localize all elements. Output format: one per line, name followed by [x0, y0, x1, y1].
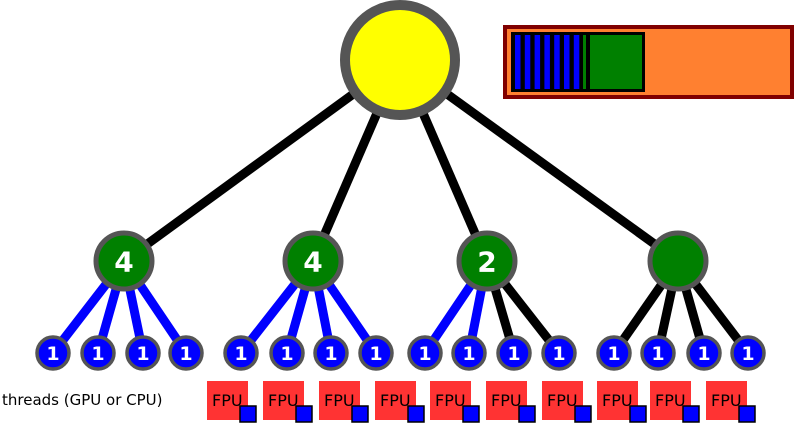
leaf-node-label: 1: [697, 343, 710, 365]
leaf-node-label: 1: [179, 343, 192, 365]
thread-badge-icon: [574, 405, 592, 423]
leaf-node-label: 1: [369, 343, 382, 365]
legend-bar-stripe: [524, 35, 531, 89]
root-node: [340, 0, 460, 120]
thread-badge-icon: [629, 405, 647, 423]
mid-node-label: 4: [303, 246, 322, 279]
legend-bar-stripe: [515, 35, 521, 89]
legend-bar-stripe: [564, 35, 570, 89]
fpu-unit: FPU: [706, 381, 756, 423]
leaf-node-label: 1: [324, 343, 337, 365]
fpu-unit: FPU: [207, 381, 257, 423]
leaf-node: [358, 335, 394, 371]
thread-badge-icon: [351, 405, 369, 423]
leaf-node: [686, 335, 722, 371]
thread-badge-icon: [462, 405, 480, 423]
threads-caption: threads (GPU or CPU): [2, 391, 162, 409]
leaf-node: [125, 335, 161, 371]
fpu-label: FPU: [324, 391, 355, 410]
legend-bar-stripe: [544, 35, 550, 89]
fpu-unit: FPU: [430, 381, 480, 423]
leaf-node-label: 1: [46, 343, 59, 365]
fpu-unit: FPU: [542, 381, 592, 423]
legend-bar-green-thin: [583, 35, 586, 89]
leaf-node: [730, 335, 766, 371]
leaf-node: [451, 335, 487, 371]
nodes: 4 1 1 1 1 4 1 1 1 1 2 1 1 1 1 1 1 1 1: [35, 0, 766, 371]
legend-bar-stripe: [573, 35, 580, 89]
fpu-unit: FPU: [319, 381, 369, 423]
mid-node-1: [93, 230, 155, 292]
mid-node-4: [647, 230, 709, 292]
fpu-label: FPU: [491, 391, 522, 410]
leaf-node: [640, 335, 676, 371]
leaf-node: [168, 335, 204, 371]
leaf-node: [80, 335, 116, 371]
thread-badge-icon: [682, 405, 700, 423]
leaf-node-label: 1: [234, 343, 247, 365]
fpu-unit: FPU: [263, 381, 313, 423]
leaf-node-label: 1: [651, 343, 664, 365]
mid-node-label: 2: [477, 246, 496, 279]
leaf-node-label: 1: [418, 343, 431, 365]
legend-bar-blue-stripes: [515, 35, 580, 89]
leaf-node-label: 1: [91, 343, 104, 365]
fpu-label: FPU: [547, 391, 578, 410]
fpu-label: FPU: [655, 391, 686, 410]
leaf-node: [223, 335, 259, 371]
fpu-row: FPU FPU FPU FPU FPU FPU FPU FPU FPU FPU: [207, 381, 756, 423]
thread-badge-icon: [518, 405, 536, 423]
leaf-node: [596, 335, 632, 371]
legend-bar-stripe: [534, 35, 541, 89]
mid-node-label: 4: [114, 246, 133, 279]
leaf-node-label: 1: [280, 343, 293, 365]
leaf-node-label: 1: [136, 343, 149, 365]
fpu-label: FPU: [268, 391, 299, 410]
thread-badge-icon: [295, 405, 313, 423]
leaf-node: [496, 335, 532, 371]
legend-bar-stripe: [554, 35, 560, 89]
leaf-node-label: 1: [462, 343, 475, 365]
mid-node-2: [282, 230, 344, 292]
legend-bar-green-block: [590, 35, 642, 89]
leaf-node-label: 1: [507, 343, 520, 365]
leaf-node: [35, 335, 71, 371]
thread-badge-icon: [239, 405, 257, 423]
fpu-unit: FPU: [375, 381, 425, 423]
leaf-node: [541, 335, 577, 371]
fpu-label: FPU: [711, 391, 742, 410]
fpu-unit: FPU: [486, 381, 536, 423]
fpu-label: FPU: [212, 391, 243, 410]
legend-bar: [503, 25, 794, 99]
fpu-label: FPU: [435, 391, 466, 410]
leaf-node: [407, 335, 443, 371]
fpu-label: FPU: [602, 391, 633, 410]
mid-node-3: [456, 230, 518, 292]
fpu-unit: FPU: [597, 381, 647, 423]
thread-badge-icon: [407, 405, 425, 423]
thread-badge-icon: [738, 405, 756, 423]
leaf-node-label: 1: [741, 343, 754, 365]
fpu-unit: FPU: [650, 381, 700, 423]
leaf-node: [269, 335, 305, 371]
leaf-node-label: 1: [607, 343, 620, 365]
leaf-node: [313, 335, 349, 371]
leaf-node-label: 1: [552, 343, 565, 365]
fpu-label: FPU: [380, 391, 411, 410]
